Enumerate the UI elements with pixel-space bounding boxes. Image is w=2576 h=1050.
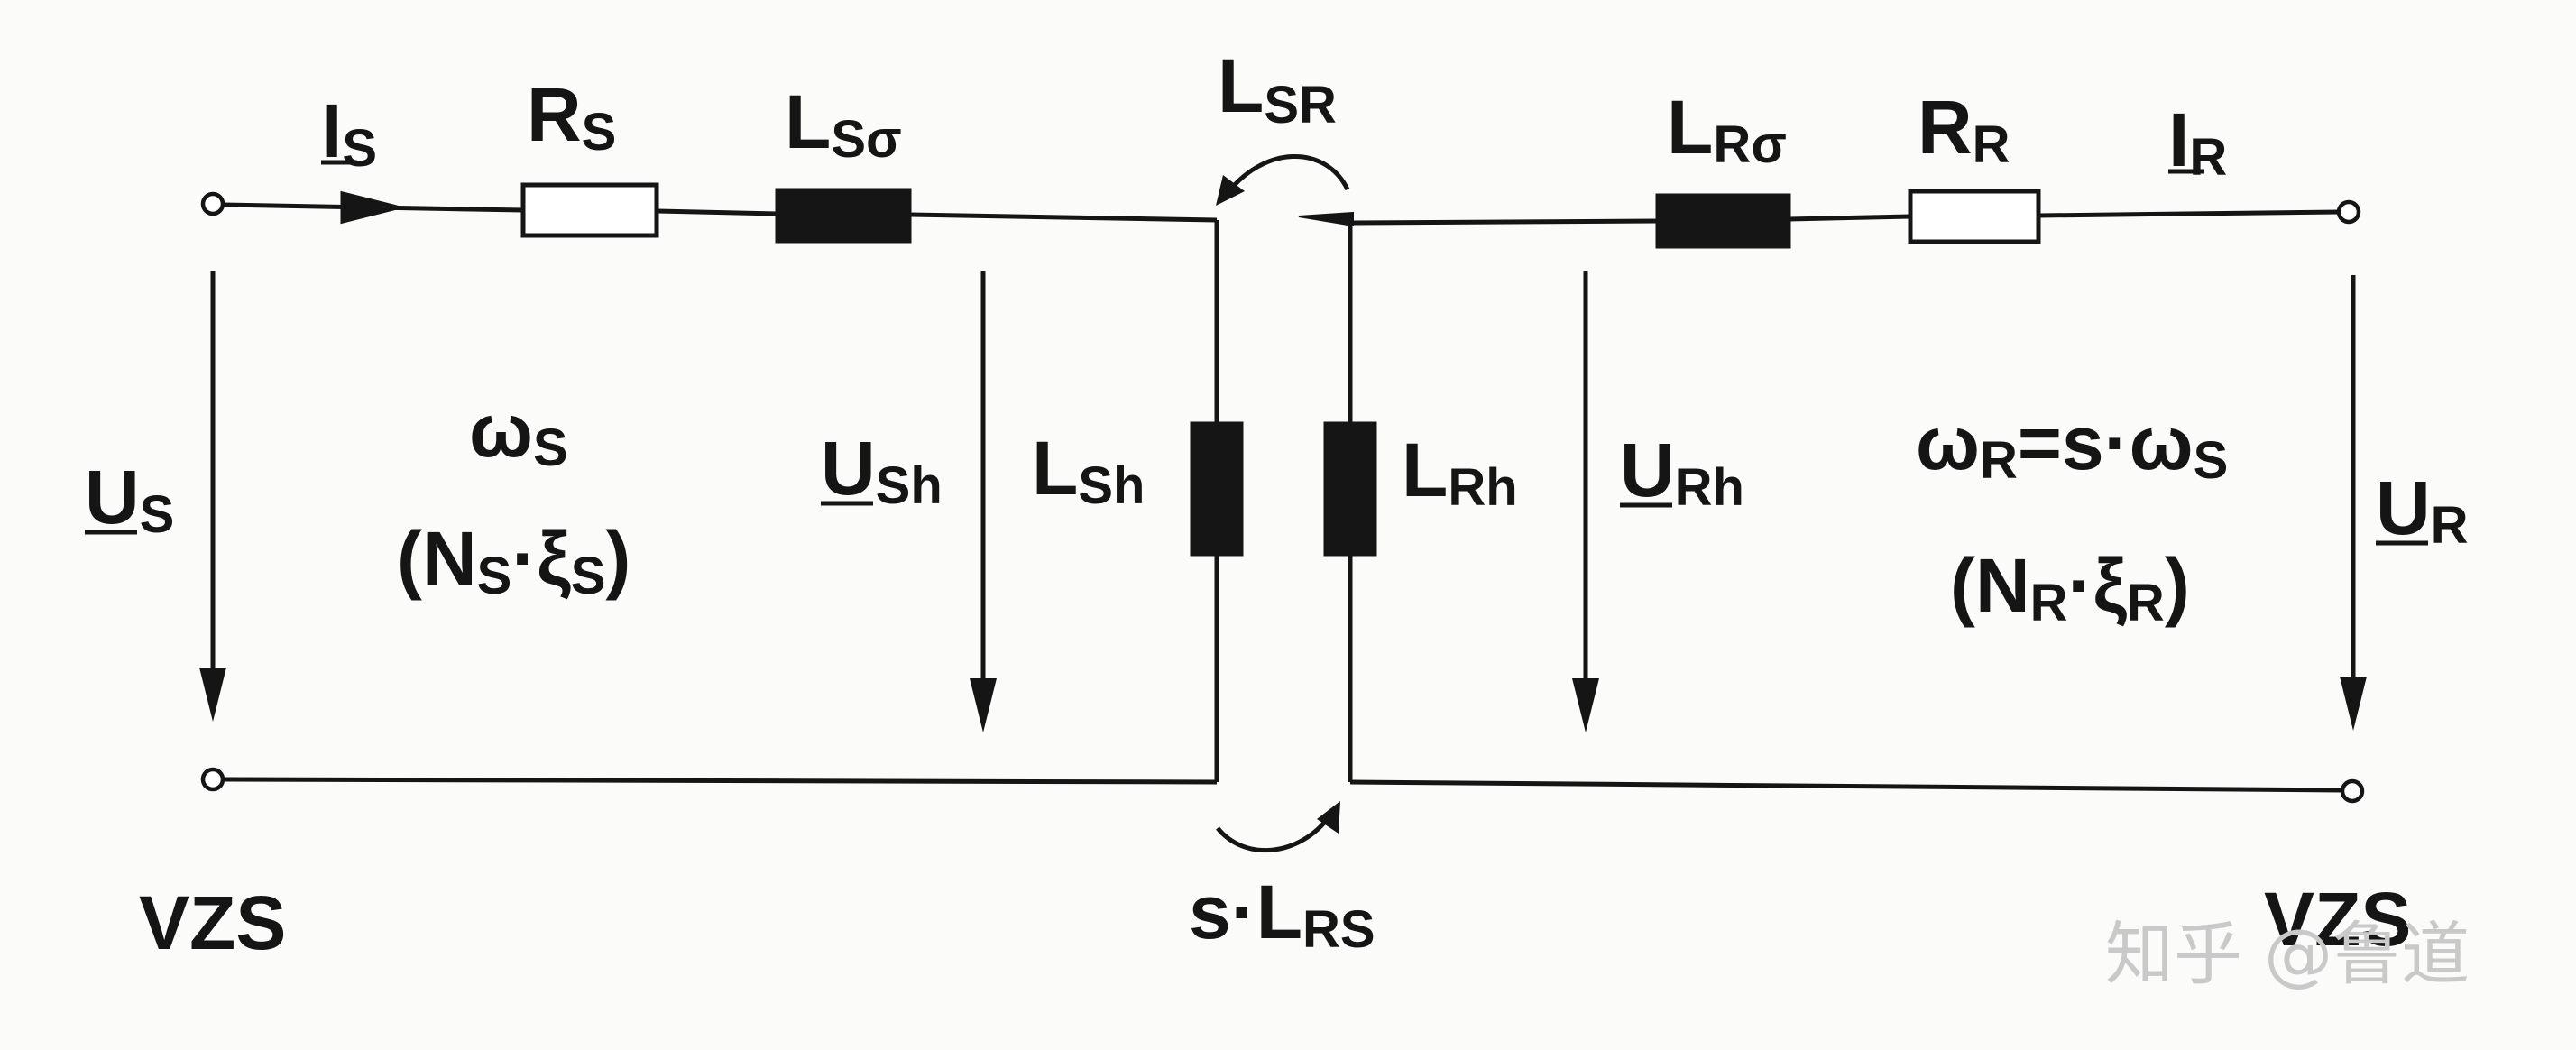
stator-wire-2 — [656, 208, 778, 216]
rotor-wire-2 — [1788, 214, 1911, 222]
stator-voltage-label: US — [85, 455, 174, 544]
left-terminal-label: VZS — [139, 880, 286, 965]
coupling-arrow-heads — [1216, 175, 1340, 834]
stator-current-arrow — [340, 190, 398, 225]
stator-bottom-wire — [225, 777, 1218, 785]
voltage-arrows — [210, 271, 2356, 713]
terminal-bottom-right — [2340, 778, 2365, 804]
stator-main-voltage-label: USh — [821, 426, 943, 515]
rotor-current-label: IR — [2168, 97, 2227, 187]
coupling-bottom-label: s·LRS — [1189, 870, 1375, 959]
coupling-arrow-top-curve — [1222, 153, 1350, 198]
rotor-leakage-label: LRσ — [1667, 85, 1787, 174]
stator-main-inductance-label: LSh — [1032, 426, 1145, 515]
rotor-frequency-label: ωR=s·ωS — [1916, 401, 2228, 490]
stator-wire-3 — [908, 212, 1218, 223]
stator-voltage-arrow-head — [199, 668, 226, 722]
left-wiring — [221, 202, 1219, 785]
rotor-wire-3 — [1349, 218, 1659, 226]
rotor-resistor — [1908, 189, 2041, 244]
terminals — [200, 191, 2365, 804]
stator-current-label: IS — [321, 88, 377, 178]
coupling-top-label: LSR — [1218, 43, 1337, 134]
rotor-main-inductor — [1323, 421, 1377, 557]
rotor-wire-1 — [2038, 209, 2341, 218]
rotor-current-arrow-head — [1298, 211, 1354, 227]
stator-resistor — [520, 182, 659, 238]
stator-resistor-label: RS — [527, 72, 616, 161]
stator-frequency-label: ωS — [469, 388, 568, 477]
coupling-arrow-bottom-curve — [1216, 815, 1331, 853]
right-terminal-label: VZS — [2264, 877, 2411, 962]
rotor-voltage-arrow-head — [2340, 677, 2367, 731]
coupling-arrow-bottom-head — [1317, 801, 1340, 834]
rotor-leakage-inductor — [1655, 193, 1791, 249]
components — [520, 182, 2041, 557]
terminal-bottom-left — [200, 767, 225, 792]
right-wiring — [1348, 209, 2342, 793]
rotor-main-voltage-label: URh — [1620, 428, 1744, 517]
rotor-main-voltage-arrow-head — [1572, 678, 1599, 732]
arrow-heads — [340, 190, 1354, 227]
rotor-main-inductance-label: LRh — [1402, 428, 1518, 517]
stator-main-inductor — [1190, 421, 1244, 557]
rotor-bottom-wire — [1349, 779, 2342, 793]
watermark: 知乎 @鲁道 — [2105, 914, 2470, 994]
coupling-arrows — [1216, 153, 1350, 853]
terminal-top-right — [2336, 199, 2361, 225]
rotor-voltage-label: UR — [2376, 465, 2469, 555]
voltage-arrow-heads — [199, 668, 2367, 732]
rotor-winding-label: (NR·ξR) — [1950, 543, 2190, 632]
rotor-resistor-label: RR — [1918, 85, 2010, 174]
stator-main-voltage-arrow-head — [970, 678, 997, 732]
terminal-top-left — [200, 191, 225, 216]
stator-winding-label: (NS·ξS) — [397, 516, 630, 605]
stator-leakage-label: LSσ — [785, 79, 902, 169]
coupling-arrow-top-head — [1216, 175, 1245, 206]
stator-leakage-inductor — [775, 188, 912, 244]
